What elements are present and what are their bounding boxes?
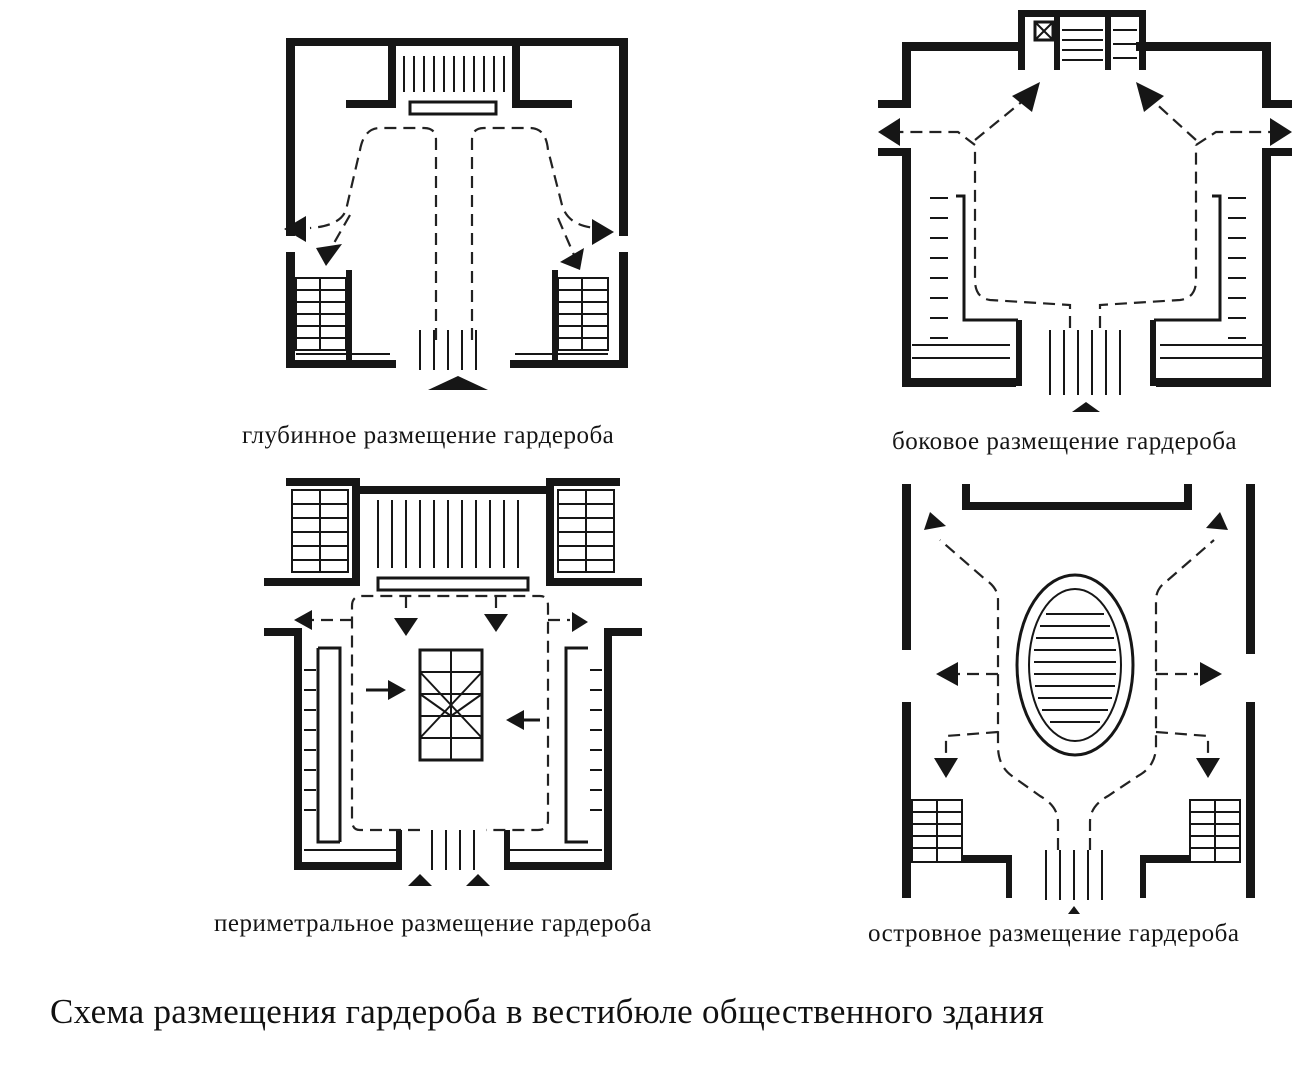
caption-perimeter: периметральное размещение гардероба [214,910,652,937]
plan-perimeter [264,478,642,886]
caption-island: островное размещение гардероба [868,920,1240,947]
caption-deep: глубинное размещение гардероба [242,422,615,449]
plan-side [878,10,1292,412]
plan-deep [284,38,628,390]
plan-island [902,484,1255,914]
figure-caption: Схема размещения гардероба в вестибюле о… [50,992,1045,1031]
caption-side: боковое размещение гардероба [892,428,1238,455]
